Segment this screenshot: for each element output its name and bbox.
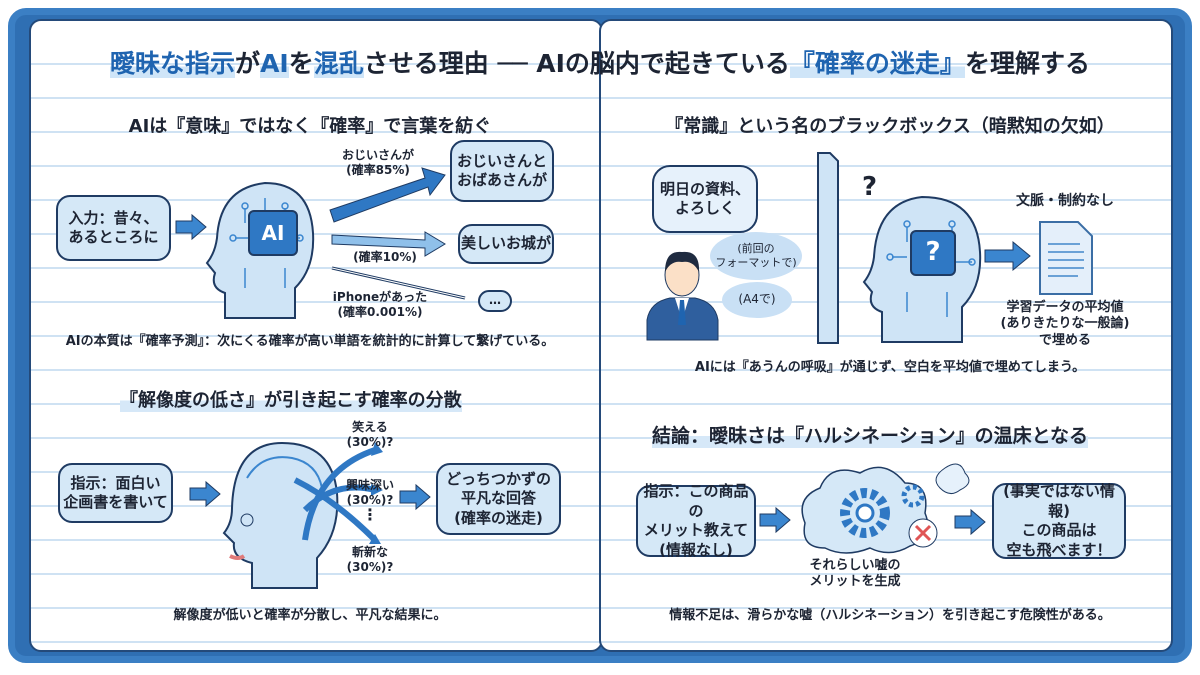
thought-bubble: (A4で): [722, 282, 792, 318]
title-part: 曖昧な指示: [110, 49, 236, 78]
option-label: 笑える (30%)?: [346, 420, 394, 449]
input-box: 指示：この商品の メリット教えて (情報なし): [636, 482, 756, 559]
title-part: を理解する: [964, 49, 1090, 78]
branch-label: おじいさんが (確率85%): [341, 148, 414, 177]
title-part: を: [288, 49, 314, 78]
section3-heading: 『解像度の低さ』が引き起こす確率の分散: [120, 386, 462, 412]
process-label: それらしい嘘の メリットを生成: [809, 558, 901, 590]
result-box: (事実ではない情報) この商品は 空も飛べます！: [992, 482, 1126, 559]
hallucination-cloud-icon: [801, 463, 970, 554]
option-label: 斬新な (30%)?: [346, 545, 394, 574]
thought-bubble: (前回の フォーマットで): [710, 232, 802, 280]
page-title: 曖昧な指示がAIを混乱させる理由 ── AIの脳内で起きている『確率の迷走』を理…: [0, 44, 1200, 80]
title-part: AI: [260, 49, 289, 78]
arrow-icon: [175, 213, 207, 241]
section1-caption: AIの本質は『確率予測』：次にくる確率が高い単語を統計的に計算して繋げている。: [65, 334, 555, 349]
document-icon: [1039, 221, 1093, 295]
scattered-arrows: [293, 442, 383, 544]
option-label: 興味深い (30%)?: [345, 478, 394, 507]
businessman-icon: [646, 251, 719, 341]
speech-bubble: 明日の資料、 よろしく: [652, 165, 758, 233]
ai-chip: AI: [248, 210, 298, 256]
section1-heading: AIは『意味』ではなく『確率』で言葉を紡ぐ: [128, 116, 492, 137]
section2-heading: 『常識』という名のブラックボックス（暗黙知の欠如）: [665, 116, 1115, 137]
branch-arrows: [329, 167, 466, 300]
input-box: 指示：面白い 企画書を書いて: [58, 463, 173, 523]
title-part: 混乱: [313, 49, 364, 78]
ellipsis-dots: ⋮: [362, 505, 378, 524]
branch-label: iPhoneがあった (確率0.001%): [332, 290, 428, 319]
input-box: 入力：昔々、 あるところに: [56, 195, 171, 261]
result-box: …: [478, 290, 512, 312]
result-box: おじいさんと おばあさんが: [450, 140, 554, 202]
branch-label: (確率10%): [353, 250, 417, 264]
section3-caption: 解像度が低いと確率が分散し、平凡な結果に。: [173, 608, 447, 623]
wall-barrier: [817, 152, 839, 344]
section4-caption: 情報不足は、滑らかな嘘（ハルシネーション）を引き起こす危険性がある。: [669, 608, 1111, 623]
title-part: が: [235, 49, 261, 78]
arrow-icon: [399, 483, 431, 511]
arrow-icon: [759, 506, 791, 534]
result-box: 美しいお城が: [458, 224, 554, 264]
title-part: 『確率の迷走』: [789, 49, 965, 78]
question-chip: ?: [910, 230, 956, 276]
title-part: させる理由 ── AIの脳内で起きている: [363, 49, 790, 78]
arrow-icon: [954, 508, 986, 536]
doc-label: 文脈・制約なし: [1016, 193, 1114, 209]
result-box: どっちつかずの 平凡な回答 (確率の迷走): [436, 463, 561, 535]
arrow-icon: [984, 240, 1031, 272]
section4-heading: 結論：曖昧さは『ハルシネーション』の温床となる: [652, 421, 1089, 448]
doc-result: 学習データの平均値 (ありきたりな一般論) で埋める: [1000, 300, 1130, 348]
arrow-icon: [189, 480, 221, 508]
question-mark-icon: ?: [862, 172, 878, 202]
section2-caption: AIには『あうんの呼吸』が通じず、空白を平均値で埋めてしまう。: [694, 360, 1086, 375]
